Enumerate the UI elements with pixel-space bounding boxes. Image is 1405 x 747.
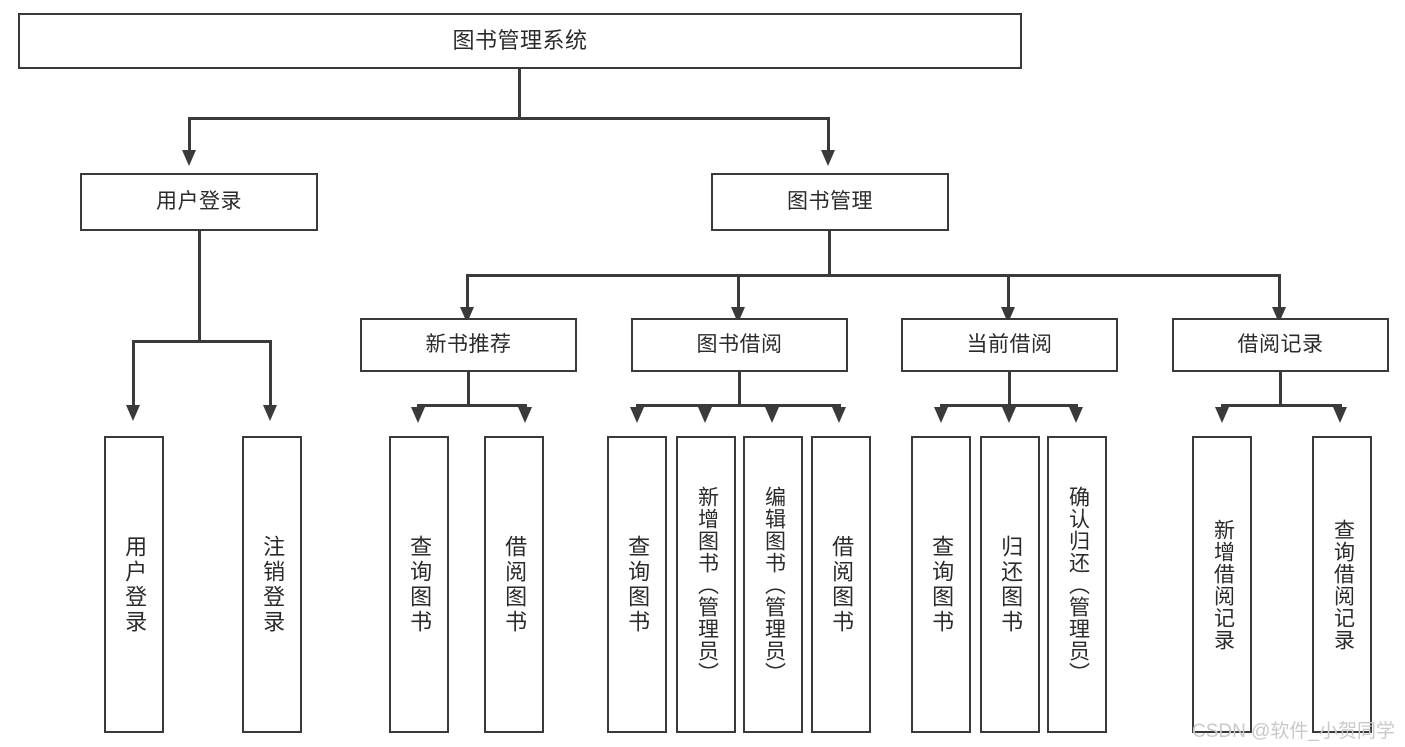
arrow-icon-cb-leaf-2 [1002, 407, 1016, 423]
node-label: 借阅记录 [1237, 332, 1324, 356]
node-book-management[interactable]: 图书管理 [711, 173, 949, 231]
node-label: 用户登录 [156, 189, 242, 213]
node-current-borrow[interactable]: 当前借阅 [901, 318, 1118, 372]
connector-drop-book-management [827, 117, 830, 153]
arrow-icon-br-leaf-1 [1215, 407, 1229, 423]
node-label: 图书管理系统 [452, 28, 588, 54]
connector-drop-leaf-user-login-1 [132, 340, 135, 408]
node-user-login[interactable]: 用户登录 [80, 173, 318, 231]
connector-drop-user-login [188, 117, 191, 153]
arrow-icon-leaf-user-login-2 [263, 405, 277, 421]
connector-nbr-stem [467, 372, 470, 406]
node-root-book-management-system[interactable]: 图书管理系统 [18, 13, 1022, 69]
connector-drop-book-borrow [737, 274, 740, 310]
arrow-icon-leaf-user-login-1 [126, 405, 140, 421]
connector-nbr-bus [417, 404, 527, 407]
leaf-user-login[interactable]: 用户登录 [104, 436, 164, 733]
node-label: 编辑图书（管理员） [762, 485, 786, 684]
connector-br-bus [1221, 404, 1342, 407]
leaf-confirm-return-admin[interactable]: 确认归还（管理员） [1047, 436, 1107, 733]
node-label: 新增图书（管理员） [695, 485, 719, 684]
arrow-icon-cb-leaf-3 [1069, 407, 1083, 423]
connector-drop-current-borrow [1007, 274, 1010, 310]
leaf-return-book[interactable]: 归还图书 [980, 436, 1040, 733]
node-label: 图书管理 [787, 189, 873, 213]
leaf-add-book-admin[interactable]: 新增图书（管理员） [676, 436, 736, 733]
leaf-query-borrow-record[interactable]: 查询借阅记录 [1312, 436, 1372, 733]
leaf-query-book-borrow[interactable]: 查询图书 [607, 436, 667, 733]
arrow-icon-bb-leaf-4 [832, 407, 846, 423]
arrow-icon-bb-leaf-3 [765, 407, 779, 423]
arrow-icon-book-management [821, 150, 835, 166]
connector-level3-bus [466, 274, 1281, 277]
connector-drop-borrow-records [1278, 274, 1281, 310]
connector-root-bus [188, 117, 830, 120]
node-label: 借阅图书 [502, 534, 528, 635]
arrow-icon-user-login [182, 150, 196, 166]
arrow-icon-bb-leaf-1 [630, 407, 644, 423]
arrow-icon-bb-leaf-2 [698, 407, 712, 423]
connector-bb-stem [738, 372, 741, 406]
leaf-logout[interactable]: 注销登录 [242, 436, 302, 733]
arrow-icon-nbr-leaf-1 [411, 407, 425, 423]
connector-drop-leaf-user-login-2 [269, 340, 272, 408]
connector-bb-bus [636, 404, 841, 407]
arrow-icon-br-leaf-2 [1333, 407, 1347, 423]
leaf-borrow-book-recommend[interactable]: 借阅图书 [484, 436, 544, 733]
connector-user-login-bus [132, 340, 272, 343]
leaf-edit-book-admin[interactable]: 编辑图书（管理员） [743, 436, 803, 733]
node-new-book-recommend[interactable]: 新书推荐 [360, 318, 577, 372]
node-label: 查询图书 [407, 534, 433, 635]
node-book-borrow[interactable]: 图书借阅 [631, 318, 848, 372]
node-label: 新增借阅记录 [1211, 518, 1235, 651]
node-label: 查询图书 [929, 534, 955, 635]
watermark-text: CSDN @软件_小贺同学 [1192, 721, 1395, 742]
connector-br-stem [1279, 372, 1282, 406]
connector-cb-stem [1008, 372, 1011, 406]
node-label: 查询借阅记录 [1331, 518, 1355, 651]
leaf-query-book-recommend[interactable]: 查询图书 [389, 436, 449, 733]
connector-book-management-stem [828, 231, 831, 276]
arrow-icon-cb-leaf-1 [934, 407, 948, 423]
node-label: 注销登录 [260, 534, 286, 635]
node-label: 用户登录 [122, 534, 148, 635]
node-label: 新书推荐 [425, 332, 512, 356]
node-label: 归还图书 [998, 534, 1024, 635]
connector-user-login-stem [198, 231, 201, 342]
arrow-icon-nbr-leaf-2 [518, 407, 532, 423]
leaf-add-borrow-record[interactable]: 新增借阅记录 [1192, 436, 1252, 733]
connector-drop-new-book-recommend [466, 274, 469, 310]
node-label: 确认归还（管理员） [1066, 485, 1090, 684]
node-label: 借阅图书 [829, 534, 855, 635]
leaf-query-book-current[interactable]: 查询图书 [911, 436, 971, 733]
node-label: 查询图书 [625, 534, 651, 635]
connector-root-stem [518, 69, 521, 118]
node-borrow-records[interactable]: 借阅记录 [1172, 318, 1389, 372]
leaf-borrow-book[interactable]: 借阅图书 [811, 436, 871, 733]
node-label: 图书借阅 [696, 332, 783, 356]
node-label: 当前借阅 [966, 332, 1053, 356]
